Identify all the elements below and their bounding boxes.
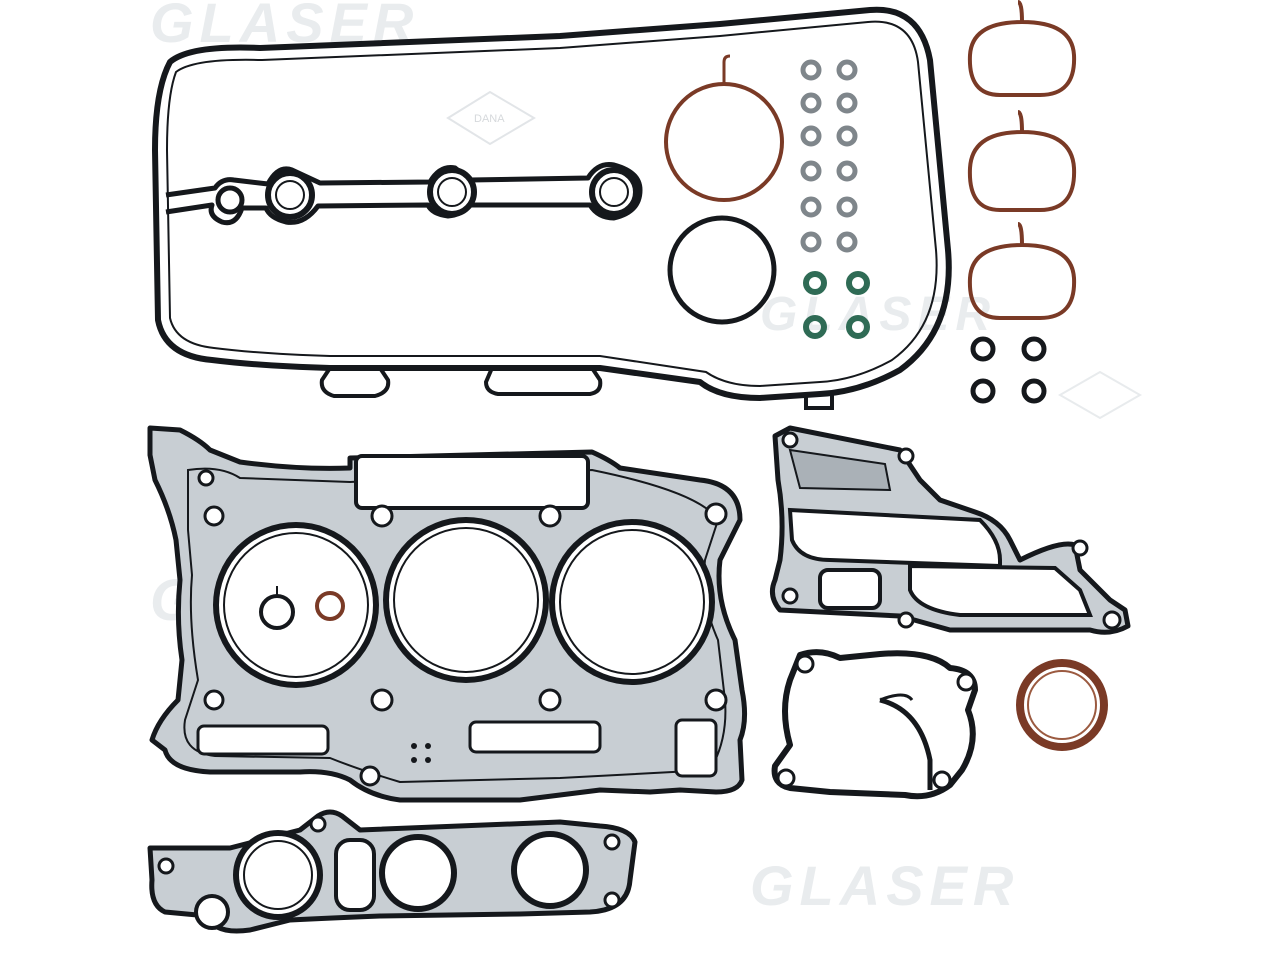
valve-cover-gasket — [152, 6, 952, 410]
large-o-ring-black — [667, 215, 777, 325]
dana-logo-right — [1057, 370, 1143, 420]
large-o-ring-brown — [664, 54, 784, 202]
dana-logo: DANA — [446, 90, 536, 146]
watermark-right: GLASER — [760, 288, 996, 341]
green-stem-seals — [803, 271, 870, 339]
shaft-seal — [1016, 659, 1108, 751]
dana-logo-text: DANA — [474, 113, 505, 125]
exhaust-manifold-gasket — [147, 809, 638, 934]
small-o-ring-black — [259, 586, 295, 630]
valve-stem-seals — [800, 59, 870, 339]
water-pump-gasket — [771, 649, 978, 800]
intake-manifold-gaskets — [967, 0, 1077, 320]
small-o-ring-brown — [315, 591, 345, 621]
housing-gasket — [769, 425, 1131, 635]
cylinder-head-gasket — [147, 425, 748, 803]
watermark-bottom: GLASER — [750, 854, 1019, 917]
small-o-rings — [970, 336, 1047, 404]
